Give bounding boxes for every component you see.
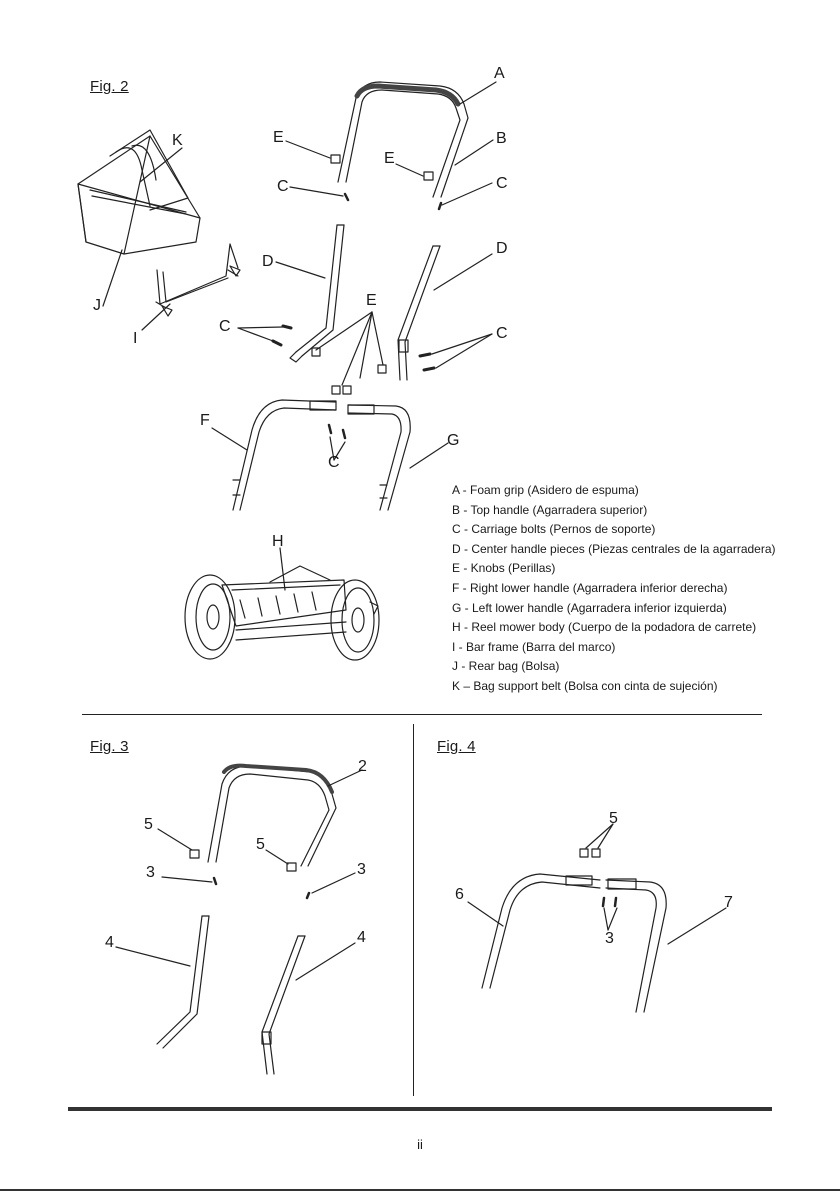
legend-item-k: K – Bag support belt (Bolsa con cinta de… (452, 678, 718, 693)
knob-e-2 (423, 171, 434, 181)
callout-c-2: C (277, 178, 289, 195)
bar-frame-i (155, 243, 241, 317)
bolt-c-2 (437, 201, 443, 211)
center-handle-d-right (397, 245, 441, 381)
bolt-c-1 (343, 192, 350, 202)
fig4-label: Fig. 4 (437, 738, 476, 755)
footer-rule (68, 1107, 772, 1111)
callout-c-4: C (496, 325, 508, 342)
callout-e-3: E (366, 292, 377, 309)
callout-h: H (272, 533, 284, 550)
fig4-callout-7: 7 (724, 894, 733, 911)
fig3-label: Fig. 3 (90, 738, 129, 755)
callout-e-1: E (273, 129, 284, 146)
legend-item-c: C - Carriage bolts (Pernos de soporte) (452, 522, 656, 537)
callout-d-2: D (496, 240, 508, 257)
fig3-center-left (156, 915, 210, 1049)
fig3-center-right (261, 935, 306, 1075)
fig3-knob-2 (286, 862, 297, 872)
callout-b: B (496, 130, 507, 147)
parts-legend: A - Foam grip (Asidero de espuma) B - To… (452, 481, 776, 697)
callout-a: A (494, 65, 505, 82)
legend-item-f: F - Right lower handle (Agarradera infer… (452, 580, 728, 595)
fig3-callout-3a: 3 (146, 864, 155, 881)
fig3-callout-5a: 5 (144, 816, 153, 833)
legend-item-b: B - Top handle (Agarradera superior) (452, 502, 648, 517)
legend-item-h: H - Reel mower body (Cuerpo de la podado… (452, 620, 757, 635)
right-lower-handle-f (232, 399, 337, 511)
center-handle-d-left (289, 224, 345, 363)
rear-bag-j (77, 129, 201, 255)
callout-c-1: C (496, 175, 508, 192)
bottom-edge (0, 1189, 840, 1191)
callout-j: J (93, 297, 101, 314)
left-lower-handle-g (347, 404, 411, 511)
fig3-callout-3b: 3 (357, 861, 366, 878)
legend-item-a: A - Foam grip (Asidero de espuma) (452, 483, 639, 497)
callout-f: F (200, 412, 210, 429)
fig4-callout-3: 3 (605, 930, 614, 947)
legend-item-g: G - Left lower handle (Agarradera inferi… (452, 600, 727, 615)
fig3-callout-5b: 5 (256, 836, 265, 853)
fig4-callout-6: 6 (455, 886, 464, 903)
callout-k: K (172, 132, 183, 149)
legend-item-e: E - Knobs (Perillas) (452, 561, 556, 576)
fig2-label: Fig. 2 (90, 78, 129, 95)
fig3-callout-4a: 4 (105, 934, 114, 951)
fig3-callout-4b: 4 (357, 929, 366, 946)
callout-g: G (447, 432, 460, 449)
callout-d-1: D (262, 253, 274, 270)
fig4-right-lower (481, 873, 601, 989)
page-number: ii (417, 1137, 423, 1152)
callout-c-3: C (219, 318, 231, 335)
fig3-knob-1 (189, 849, 200, 859)
knob-e-1 (330, 154, 341, 164)
section-divider (82, 714, 762, 715)
figure-divider (413, 724, 414, 1096)
legend-item-i: I - Bar frame (Barra del marco) (452, 639, 616, 654)
fig3-top-handle (207, 763, 337, 867)
fig4-callout-5: 5 (609, 810, 618, 827)
reel-mower-body-h (184, 565, 380, 661)
legend-item-j: J - Rear bag (Bolsa) (452, 659, 560, 674)
top-handle-b (337, 81, 469, 198)
fig4-left-lower (605, 878, 667, 1013)
callout-e-2: E (384, 150, 395, 167)
callout-i: I (133, 330, 138, 347)
fig3-callout-2: 2 (358, 758, 367, 775)
legend-item-d: D - Center handle pieces (Piezas central… (452, 541, 776, 556)
callout-c-5: C (328, 454, 340, 471)
